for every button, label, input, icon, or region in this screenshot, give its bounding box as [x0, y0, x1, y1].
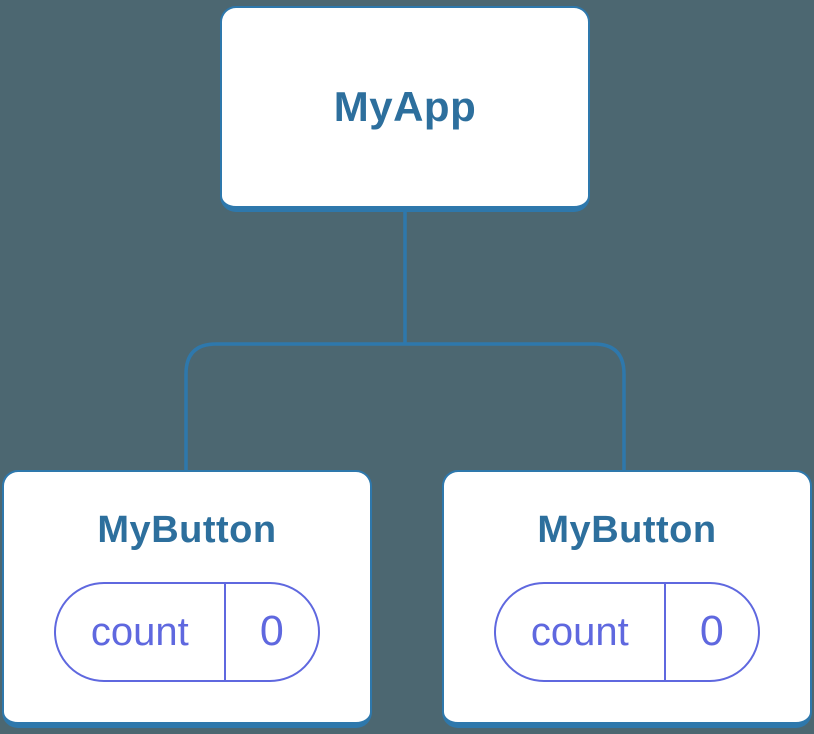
state-pill: count 0 — [494, 581, 760, 682]
child-component-node-2: MyButton count 0 — [442, 470, 812, 728]
state-pill: count 0 — [54, 581, 320, 682]
root-component-label: MyApp — [333, 82, 477, 130]
child-component-label: MyButton — [97, 509, 277, 551]
state-name: count — [496, 583, 666, 680]
state-value: 0 — [699, 607, 724, 656]
child-component-label: MyButton — [537, 509, 717, 551]
child-component-node-1: MyButton count 0 — [2, 470, 372, 728]
state-name: count — [56, 583, 226, 680]
connector-branch-bracket — [184, 342, 626, 471]
root-component-node: MyApp — [220, 6, 590, 212]
state-value: 0 — [259, 607, 284, 656]
